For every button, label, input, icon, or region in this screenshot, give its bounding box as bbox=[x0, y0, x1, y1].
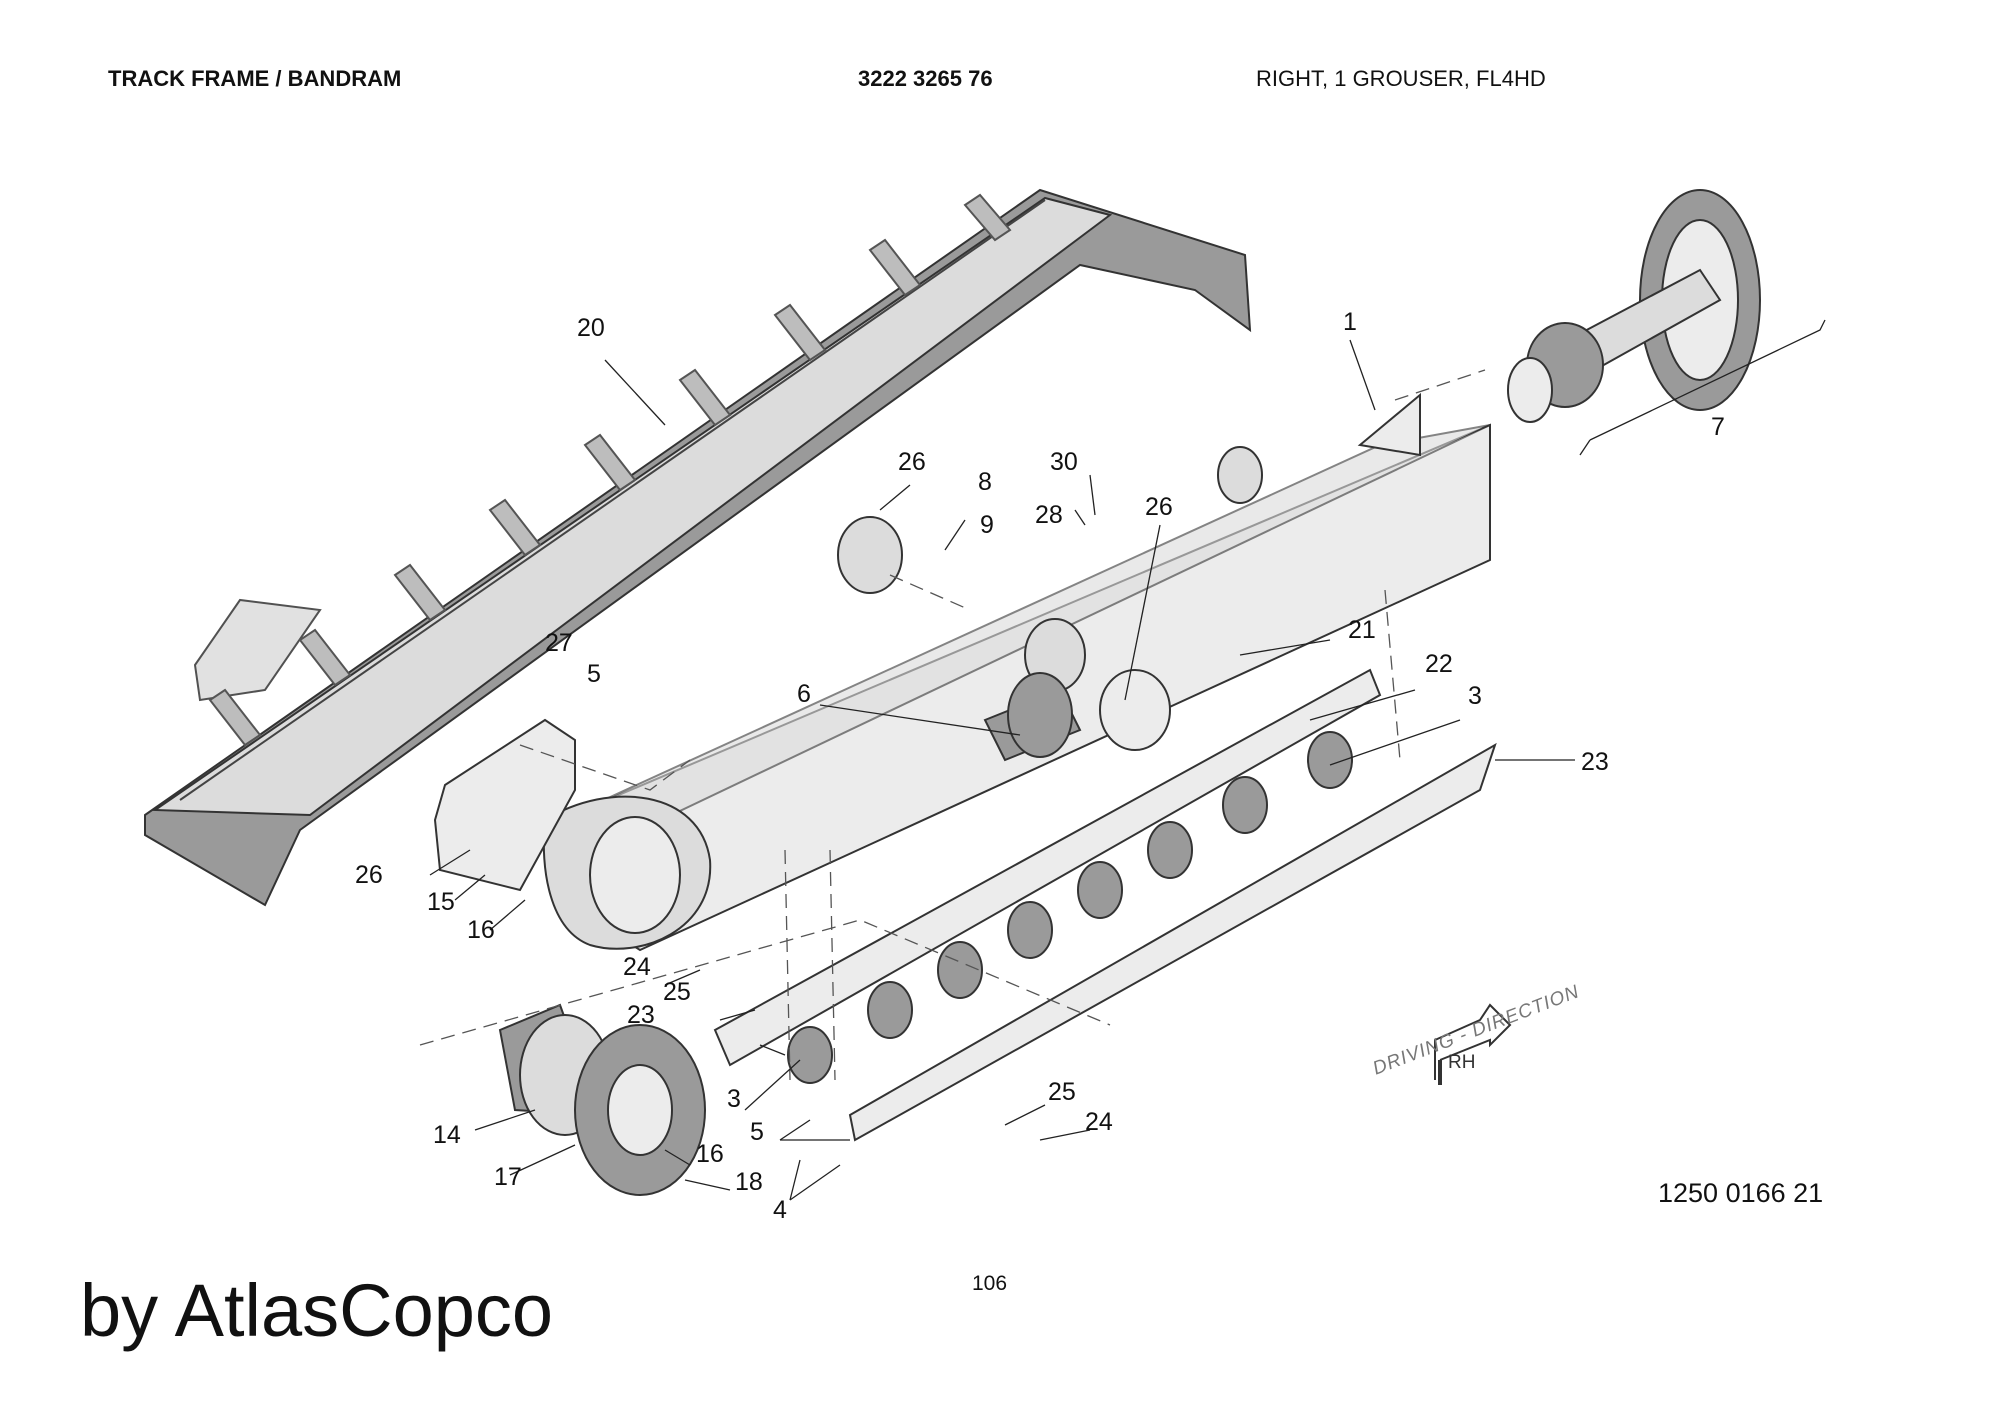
callout-label: 16 bbox=[467, 916, 495, 944]
direction-badge-label: RH bbox=[1448, 1052, 1475, 1073]
callout-label: 26 bbox=[1145, 493, 1173, 521]
callout-label: 22 bbox=[1425, 650, 1453, 678]
callout-label: 23 bbox=[1581, 748, 1609, 776]
callout-label: 5 bbox=[587, 660, 601, 688]
callout-label: 16 bbox=[696, 1140, 724, 1168]
callout-label: 1 bbox=[1343, 308, 1357, 336]
assembly-lines bbox=[419, 369, 1486, 1081]
callout-label: 3 bbox=[727, 1085, 741, 1113]
callout-label: 21 bbox=[1348, 616, 1376, 644]
callout-label: 25 bbox=[663, 978, 691, 1006]
callout-label: 17 bbox=[494, 1163, 522, 1191]
callout-label: 24 bbox=[1085, 1108, 1113, 1136]
callout-label: 24 bbox=[623, 953, 651, 981]
carrier-roller bbox=[983, 672, 1082, 762]
page-title: TRACK FRAME / BANDRAM bbox=[108, 66, 402, 91]
track-rollers bbox=[787, 731, 1353, 1084]
guard-rails bbox=[713, 668, 1497, 1142]
idler-assembly bbox=[1507, 189, 1761, 423]
callout-label: 18 bbox=[735, 1168, 763, 1196]
callout-label: 8 bbox=[978, 468, 992, 496]
callout-label: 4 bbox=[773, 1196, 787, 1224]
leader-lines bbox=[429, 319, 1826, 1201]
callout-label: 25 bbox=[1048, 1078, 1076, 1106]
callout-label: 5 bbox=[750, 1118, 764, 1146]
callout-label: 9 bbox=[980, 511, 994, 539]
callout-label: 30 bbox=[1050, 448, 1078, 476]
callout-label: 15 bbox=[427, 888, 455, 916]
callout-label: 23 bbox=[627, 1001, 655, 1029]
callout-label: 27 bbox=[545, 629, 573, 657]
track-chain bbox=[144, 188, 1252, 907]
drive-sprocket bbox=[574, 1024, 706, 1196]
cover-plate bbox=[433, 718, 576, 892]
part-number: 3222 3265 76 bbox=[858, 66, 993, 91]
page-number: 106 bbox=[972, 1272, 1008, 1295]
callout-label: 6 bbox=[797, 680, 811, 708]
callout-label: 26 bbox=[355, 861, 383, 889]
callout-label: 14 bbox=[433, 1121, 461, 1149]
callout-label: 20 bbox=[577, 314, 605, 342]
variant-description: RIGHT, 1 GROUSER, FL4HD bbox=[1256, 66, 1546, 91]
drawing-number: 1250 0166 21 bbox=[1658, 1178, 1824, 1208]
callout-label: 28 bbox=[1035, 501, 1063, 529]
callout-labels: 20 1 7 26 30 8 28 9 26 21 22 3 23 27 5 6… bbox=[355, 308, 1725, 1224]
callout-label: 3 bbox=[1468, 682, 1482, 710]
callout-label: 26 bbox=[898, 448, 926, 476]
direction-badge: RH bbox=[1434, 1003, 1512, 1085]
brand-caption: by AtlasCopco bbox=[80, 1269, 554, 1352]
callout-label: 7 bbox=[1711, 413, 1725, 441]
